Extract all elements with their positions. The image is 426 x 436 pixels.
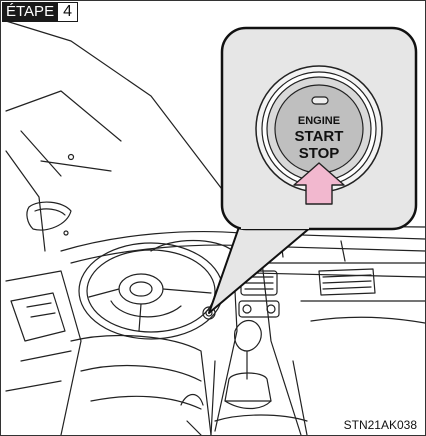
step-tag: ÉTAPE 4: [2, 2, 78, 22]
power-indicator-icon: [312, 97, 328, 104]
start-label: START: [295, 128, 344, 145]
engine-label: ENGINE: [298, 115, 340, 127]
step-word: ÉTAPE: [2, 2, 58, 22]
callout-pointer: [209, 227, 311, 313]
stop-label: STOP: [299, 145, 340, 162]
step-number: 4: [58, 2, 78, 22]
figure-code: STN21AK038: [344, 418, 417, 432]
